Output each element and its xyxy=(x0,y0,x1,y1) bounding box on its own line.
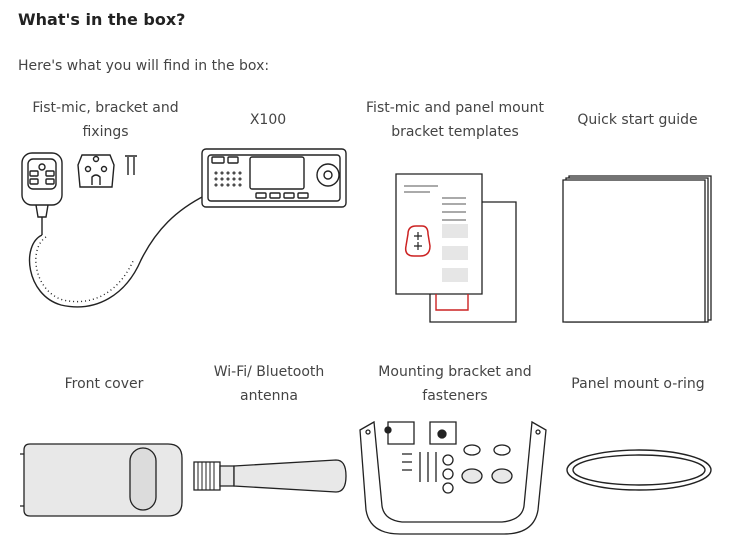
caption-x100: X100 xyxy=(249,112,287,128)
mounting-bracket-icon xyxy=(352,410,552,538)
caption-front-cover: Front cover xyxy=(64,376,144,392)
caption-o-ring: Panel mount o-ring xyxy=(571,376,705,392)
fist-mic-radio-icon xyxy=(16,145,352,317)
booklet-icon xyxy=(561,174,713,324)
antenna-icon xyxy=(190,450,350,502)
o-ring-icon xyxy=(562,446,716,494)
templates-icon xyxy=(394,172,518,324)
front-cover-icon xyxy=(20,440,188,520)
page-title: What's in the box? xyxy=(18,10,186,29)
intro-text: Here's what you will find in the box: xyxy=(18,58,270,74)
caption-quick-start: Quick start guide xyxy=(577,112,698,128)
